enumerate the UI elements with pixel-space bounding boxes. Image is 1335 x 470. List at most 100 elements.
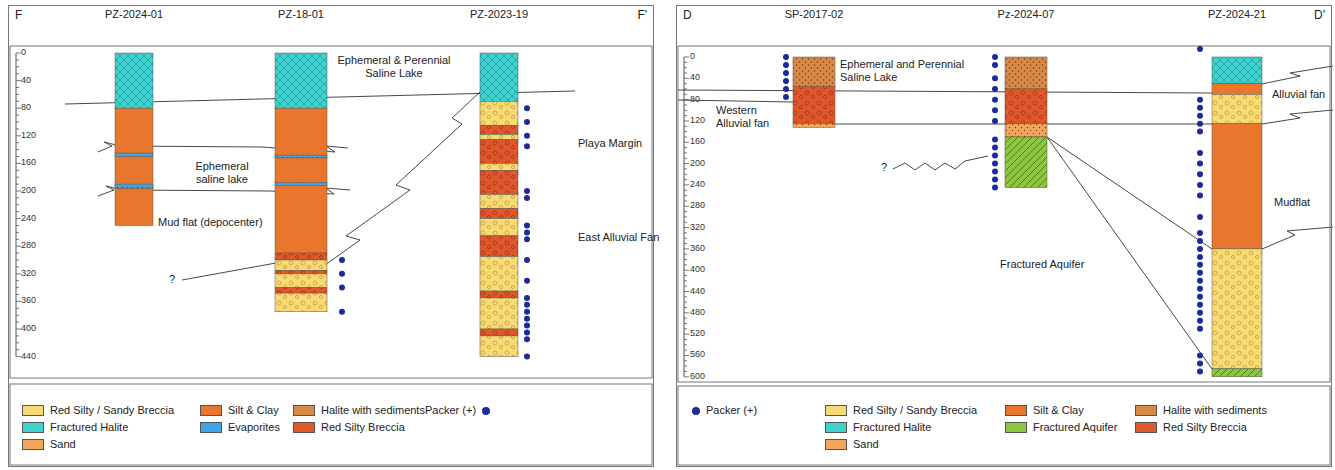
facies-label: Mudflat: [1274, 196, 1310, 209]
facies-label: Ephemeral & Perennial Saline Lake: [332, 54, 456, 80]
legend-text: Fractured Aquifer: [1033, 421, 1117, 434]
legend-item: Packer (+): [425, 404, 490, 417]
legend-item: Fractured Halite: [825, 421, 931, 434]
legend-text: Red Silty Breccia: [1163, 421, 1247, 434]
legend-item: Sand: [22, 438, 76, 451]
facies-label: Fractured Aquifer: [1000, 258, 1084, 271]
well-log-column: [1212, 57, 1262, 377]
packer-symbol: [482, 407, 490, 415]
legend-item: Fractured Halite: [22, 421, 128, 434]
depth-tick: 440: [690, 286, 705, 297]
legend-swatch: [22, 422, 44, 433]
facies-label: ?: [169, 273, 175, 286]
legend-item: Red Silty / Sandy Breccia: [825, 404, 977, 417]
depth-tick: 320: [690, 222, 705, 233]
legend-item: Red Silty Breccia: [1135, 421, 1247, 434]
legend-item: Halite with sediments: [293, 404, 425, 417]
section-end-letter: F: [15, 9, 22, 22]
legend-item: Halite with sediments: [1135, 404, 1267, 417]
well-name: PZ-2024-01: [105, 8, 163, 21]
legend-swatch: [825, 405, 847, 416]
depth-tick: 0: [690, 51, 695, 62]
section-end-letter: D: [683, 9, 692, 22]
depth-tick: 360: [21, 295, 36, 306]
depth-tick: 160: [21, 157, 36, 168]
depth-tick: 240: [21, 213, 36, 224]
depth-tick: 0: [21, 47, 26, 58]
legend-text: Silt & Clay: [228, 404, 279, 417]
depth-tick: 160: [690, 136, 705, 147]
legend-item: Red Silty / Sandy Breccia: [22, 404, 174, 417]
facies-boundary: [678, 90, 1212, 93]
legend-swatch: [22, 405, 44, 416]
depth-tick: 520: [690, 328, 705, 339]
facies-label: Ephemeral saline lake: [182, 160, 262, 186]
depth-tick: 320: [21, 268, 36, 279]
depth-tick: 80: [690, 94, 700, 105]
facies-label: East Alluvial Fan: [578, 231, 659, 244]
legend-swatch: [1135, 422, 1157, 433]
well-name: Pz-2024-07: [998, 8, 1055, 21]
legend-swatch: [293, 422, 315, 433]
section-panel: D D' SP-2017-02 Pz-2024-07 PZ-2024-21: [676, 5, 1332, 467]
depth-tick: 480: [690, 307, 705, 318]
packer-symbol: [692, 407, 700, 415]
legend-text: Red Silty / Sandy Breccia: [50, 404, 174, 417]
legend-text: Halite with sediments: [321, 404, 425, 417]
panel-frame: [10, 46, 652, 378]
legend-text: Packer (+): [425, 404, 476, 417]
legend-item: Fractured Aquifer: [1005, 421, 1117, 434]
panel-frame: [678, 46, 1330, 382]
legend-text: Silt & Clay: [1033, 404, 1084, 417]
facies-label: Mud flat (depocenter): [158, 216, 263, 229]
well-column: PZ-18-01: [275, 8, 327, 312]
panel-frame: [10, 384, 652, 465]
section-end-letter: D': [1314, 9, 1325, 22]
facies-boundary: [1047, 137, 1212, 369]
depth-tick: 240: [690, 179, 705, 190]
depth-tick: 400: [21, 323, 36, 334]
depth-tick: 40: [690, 72, 700, 83]
well-name: SP-2017-02: [785, 8, 844, 21]
legend-text: Evaporites: [228, 421, 280, 434]
panel-frame: [678, 386, 1330, 465]
legend-item: Sand: [825, 438, 879, 451]
facies-label: Playa Margin: [578, 137, 642, 150]
packer-dots: [1197, 46, 1203, 374]
well-column: SP-2017-02: [793, 8, 835, 127]
well-column: PZ-2023-19: [480, 8, 518, 357]
depth-tick: 80: [21, 102, 31, 113]
facies-boundary: [893, 156, 988, 170]
legend-text: Red Silty / Sandy Breccia: [853, 404, 977, 417]
legend-text: Red Silty Breccia: [321, 421, 405, 434]
well-log-column: [275, 53, 327, 312]
well-column: PZ-2024-21: [1212, 8, 1262, 377]
depth-tick: 280: [21, 240, 36, 251]
depth-tick: 200: [21, 185, 36, 196]
legend-text: Packer (+): [706, 404, 757, 417]
well-column: PZ-2024-01: [115, 8, 153, 226]
section-end-letter: F': [637, 9, 647, 22]
packer-dots: [524, 105, 530, 359]
depth-axis: [16, 53, 21, 357]
facies-boundary: [1047, 137, 1212, 249]
depth-axis: [684, 57, 689, 377]
facies-label: Alluvial fan: [1272, 88, 1325, 101]
packer-dots: [783, 54, 789, 100]
well-log-column: [480, 53, 518, 357]
well-name: PZ-18-01: [278, 8, 324, 21]
legend-swatch: [1005, 422, 1027, 433]
facies-boundary: [1262, 227, 1333, 249]
packer-dots: [992, 54, 998, 191]
legend-text: Sand: [50, 438, 76, 451]
legend-swatch: [1135, 405, 1157, 416]
legend-item: Packer (+): [692, 404, 757, 417]
depth-tick: 440: [21, 351, 36, 362]
section-panel: F F' PZ-2024-01 PZ-18-01 PZ-2023-19: [8, 5, 654, 467]
depth-tick: 560: [690, 349, 705, 360]
legend-swatch: [1005, 405, 1027, 416]
depth-tick: 360: [690, 243, 705, 254]
legend-swatch: [22, 439, 44, 450]
